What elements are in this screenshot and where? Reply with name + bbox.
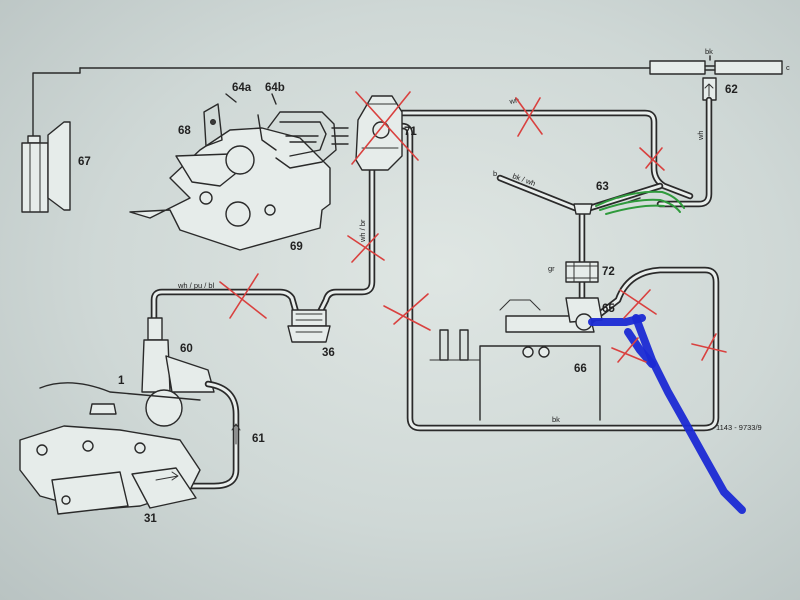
vacuum-hoses bbox=[150, 96, 720, 432]
vacuum-element-67 bbox=[21, 121, 71, 213]
switchover-valve-71 bbox=[355, 95, 403, 171]
delay-valve-36 bbox=[287, 309, 331, 343]
filter-72 bbox=[565, 261, 599, 283]
fuel-distributor-66 bbox=[429, 297, 603, 421]
part-number-63: 63 bbox=[596, 181, 609, 193]
hose-label-wh-top: wh bbox=[508, 95, 520, 106]
part-number-69: 69 bbox=[290, 241, 303, 253]
part-number-66: 66 bbox=[574, 363, 587, 375]
part-number-61: 61 bbox=[252, 433, 265, 445]
part-number-64b: 64b bbox=[265, 82, 285, 94]
hose-label-c: c bbox=[786, 63, 790, 72]
part-number-64a: 64a bbox=[232, 82, 252, 94]
hose-label-b: b bbox=[493, 169, 497, 178]
part-number-65: 65 bbox=[602, 303, 615, 315]
part-number-62: 62 bbox=[725, 84, 738, 96]
part-number-72: 72 bbox=[602, 266, 615, 278]
egr-valve-60 bbox=[141, 317, 215, 427]
hose-label-gr: gr bbox=[548, 264, 555, 273]
part-number-67: 67 bbox=[78, 156, 91, 168]
hose-label-bk-bottom: bk bbox=[552, 415, 560, 424]
throttle-bracket-69 bbox=[129, 93, 349, 251]
part-number-60: 60 bbox=[180, 343, 193, 355]
part-number-36: 36 bbox=[322, 347, 335, 359]
intake-manifold-1 bbox=[39, 382, 201, 415]
hose-label-bk-top: bk bbox=[705, 47, 713, 56]
hose-label-wh-right: wh bbox=[696, 130, 705, 141]
part-number-68: 68 bbox=[178, 125, 191, 137]
exhaust-manifold-31 bbox=[19, 425, 201, 515]
part-number-1: 1 bbox=[118, 375, 125, 387]
blue-highlight bbox=[588, 314, 746, 514]
hose-label-wh-br: wh / br bbox=[358, 219, 367, 243]
top-return-line bbox=[32, 67, 651, 137]
connector-62 bbox=[649, 55, 783, 101]
figure-code: 1143 - 9733/9 bbox=[716, 423, 762, 432]
egr-pipe-61 bbox=[186, 380, 241, 490]
hose-label-wh-pu-bl: wh / pu / bl bbox=[177, 281, 215, 290]
part-number-71: 71 bbox=[404, 126, 417, 138]
red-cross-marks bbox=[219, 91, 727, 363]
green-highlight bbox=[595, 190, 685, 215]
part-number-31: 31 bbox=[144, 513, 157, 525]
